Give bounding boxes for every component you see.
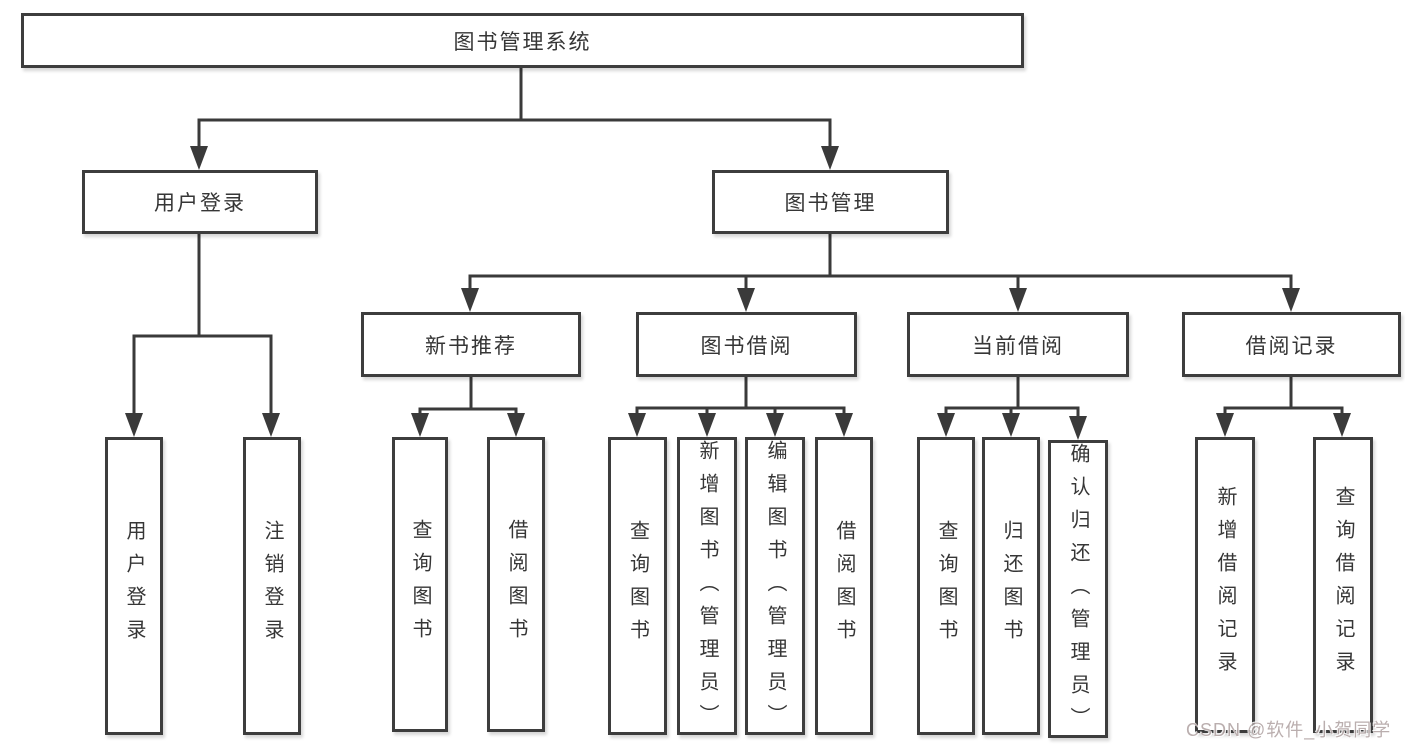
leaf-label: 查询借阅记录 bbox=[1332, 486, 1354, 684]
leaf-query-borrow-record: 查询借阅记录 bbox=[1313, 437, 1373, 733]
leaf-logout: 注销登录 bbox=[243, 437, 301, 735]
leaf-return-book: 归还图书 bbox=[982, 437, 1040, 735]
node-current-borrow: 当前借阅 bbox=[907, 312, 1129, 377]
leaf-label: 借阅图书 bbox=[505, 518, 527, 651]
node-new-book-recommend: 新书推荐 bbox=[361, 312, 581, 377]
leaf-label: 借阅图书 bbox=[833, 520, 855, 652]
node-user-login: 用户登录 bbox=[82, 170, 318, 234]
leaf-add-book-admin: 新增图书（管理员） bbox=[677, 437, 737, 737]
leaf-label: 确认归还（管理员） bbox=[1067, 443, 1089, 740]
leaf-label: 注销登录 bbox=[261, 520, 283, 652]
leaf-label: 归还图书 bbox=[1000, 520, 1022, 652]
leaf-user-login: 用户登录 bbox=[105, 437, 163, 735]
csdn-watermark: CSDN @软件_小贺同学 bbox=[1186, 720, 1392, 740]
leaf-borrow-book: 借阅图书 bbox=[815, 437, 873, 735]
leaf-query-book-current: 查询图书 bbox=[917, 437, 975, 735]
node-book-borrow: 图书借阅 bbox=[636, 312, 857, 377]
leaf-confirm-return-admin: 确认归还（管理员） bbox=[1048, 440, 1108, 740]
leaf-borrow-book-recommend: 借阅图书 bbox=[487, 437, 545, 732]
leaf-label: 新增图书（管理员） bbox=[696, 440, 718, 737]
leaf-query-book-borrow: 查询图书 bbox=[608, 437, 667, 735]
leaf-query-book-recommend: 查询图书 bbox=[392, 437, 448, 732]
leaf-label: 查询图书 bbox=[409, 518, 431, 651]
node-root-system: 图书管理系统 bbox=[21, 13, 1024, 68]
leaf-edit-book-admin: 编辑图书（管理员） bbox=[745, 437, 805, 737]
leaf-label: 用户登录 bbox=[123, 520, 145, 652]
leaf-label: 查询图书 bbox=[626, 520, 649, 652]
node-book-management: 图书管理 bbox=[712, 170, 949, 234]
leaf-label: 新增借阅记录 bbox=[1214, 486, 1236, 684]
leaf-label: 编辑图书（管理员） bbox=[764, 440, 786, 737]
leaf-add-borrow-record: 新增借阅记录 bbox=[1195, 437, 1255, 733]
node-borrow-record: 借阅记录 bbox=[1182, 312, 1401, 377]
leaf-label: 查询图书 bbox=[935, 520, 957, 652]
